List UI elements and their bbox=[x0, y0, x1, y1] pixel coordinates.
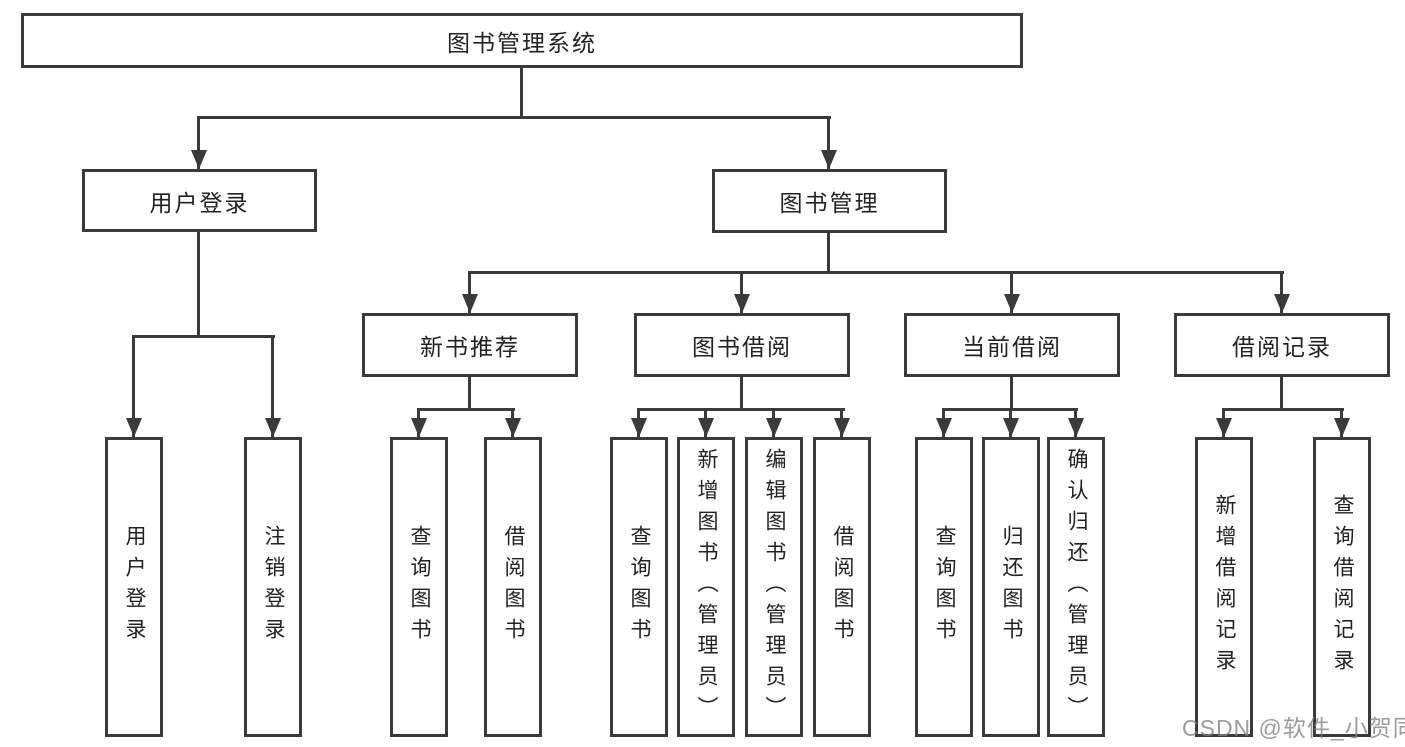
node-label: 图书借阅 bbox=[692, 334, 792, 360]
arrow-down-icon bbox=[734, 294, 750, 313]
arrow-down-icon bbox=[462, 294, 478, 313]
arrow-down-icon bbox=[1274, 294, 1290, 313]
leaf-add-books-admin: 新增图书（管理员） bbox=[677, 437, 735, 737]
node-new-book-recommend: 新书推荐 bbox=[362, 313, 578, 377]
leaf-add-borrow-record: 新增借阅记录 bbox=[1195, 437, 1253, 737]
leaf-user-login: 用户登录 bbox=[105, 437, 163, 737]
connector-v bbox=[520, 65, 523, 119]
node-label: 新书推荐 bbox=[420, 334, 520, 360]
leaf-label: 借阅图书 bbox=[502, 525, 525, 649]
connector-v bbox=[827, 116, 830, 170]
csdn-watermark: CSDN @软件_小贺同学 bbox=[1182, 715, 1405, 741]
leaf-label: 编辑图书（管理员） bbox=[763, 447, 786, 727]
arrow-down-icon bbox=[1216, 418, 1232, 437]
arrow-down-icon bbox=[1068, 418, 1084, 437]
leaf-query-books-current: 查询图书 bbox=[915, 437, 973, 737]
leaf-label: 新增图书（管理员） bbox=[695, 447, 718, 727]
leaf-borrow-books: 借阅图书 bbox=[813, 437, 871, 737]
arrow-down-icon bbox=[1004, 294, 1020, 313]
connector-h bbox=[1222, 408, 1344, 411]
node-book-management: 图书管理 bbox=[712, 169, 947, 233]
leaf-edit-books-admin: 编辑图书（管理员） bbox=[745, 437, 803, 737]
connector-v bbox=[827, 230, 830, 274]
connector-v bbox=[132, 335, 135, 440]
leaf-query-books-borrow: 查询图书 bbox=[610, 437, 668, 737]
node-label: 图书管理 bbox=[779, 190, 880, 216]
node-label: 当前借阅 bbox=[962, 334, 1062, 360]
node-book-borrow: 图书借阅 bbox=[634, 313, 850, 377]
arrow-down-icon bbox=[191, 150, 207, 169]
leaf-label: 归还图书 bbox=[1000, 525, 1023, 649]
arrow-down-icon bbox=[1003, 418, 1019, 437]
node-user-login: 用户登录 bbox=[82, 169, 317, 232]
connector-v bbox=[468, 374, 471, 411]
arrow-down-icon bbox=[698, 418, 714, 437]
connector-v bbox=[1280, 271, 1283, 316]
arrow-down-icon bbox=[936, 418, 952, 437]
leaf-return-books: 归还图书 bbox=[982, 437, 1040, 737]
leaf-label: 确认归还（管理员） bbox=[1065, 447, 1088, 727]
node-label: 用户登录 bbox=[149, 189, 250, 216]
arrow-down-icon bbox=[1334, 418, 1350, 437]
leaf-label: 用户登录 bbox=[123, 525, 146, 649]
leaf-confirm-return-admin: 确认归还（管理员） bbox=[1047, 437, 1105, 737]
connector-h bbox=[637, 408, 845, 411]
node-label: 借阅记录 bbox=[1232, 334, 1332, 360]
connector-h bbox=[468, 271, 1284, 274]
leaf-label: 查询图书 bbox=[628, 525, 651, 649]
node-library-management-system: 图书管理系统 bbox=[21, 13, 1023, 68]
leaf-label: 新增借阅记录 bbox=[1213, 494, 1236, 680]
leaf-label: 注销登录 bbox=[262, 525, 285, 649]
leaf-label: 借阅图书 bbox=[831, 525, 854, 649]
connector-v bbox=[468, 271, 471, 316]
connector-v bbox=[271, 335, 274, 440]
leaf-logout: 注销登录 bbox=[244, 437, 302, 737]
leaf-borrow-books-recommend: 借阅图书 bbox=[484, 437, 542, 737]
arrow-down-icon bbox=[631, 418, 647, 437]
connector-h bbox=[132, 335, 275, 338]
connector-v bbox=[1280, 374, 1283, 411]
leaf-query-books-recommend: 查询图书 bbox=[390, 437, 448, 737]
leaf-query-borrow-record: 查询借阅记录 bbox=[1313, 437, 1371, 737]
node-label: 图书管理系统 bbox=[447, 29, 597, 56]
leaf-label: 查询借阅记录 bbox=[1331, 494, 1354, 680]
leaf-label: 查询图书 bbox=[933, 525, 956, 649]
connector-v bbox=[197, 229, 200, 338]
node-borrow-records: 借阅记录 bbox=[1174, 313, 1390, 377]
connector-v bbox=[1010, 374, 1013, 411]
arrow-down-icon bbox=[766, 418, 782, 437]
arrow-down-icon bbox=[505, 418, 521, 437]
leaf-label: 查询图书 bbox=[408, 525, 431, 649]
arrow-down-icon bbox=[821, 150, 837, 169]
arrow-down-icon bbox=[411, 418, 427, 437]
arrow-down-icon bbox=[126, 418, 142, 437]
arrow-down-icon bbox=[834, 418, 850, 437]
connector-h bbox=[417, 408, 515, 411]
connector-v bbox=[740, 271, 743, 316]
connector-v bbox=[1010, 271, 1013, 316]
connector-v bbox=[197, 116, 200, 170]
arrow-down-icon bbox=[265, 418, 281, 437]
connector-v bbox=[740, 374, 743, 411]
node-current-borrow: 当前借阅 bbox=[904, 313, 1120, 377]
connector-h bbox=[197, 116, 831, 119]
